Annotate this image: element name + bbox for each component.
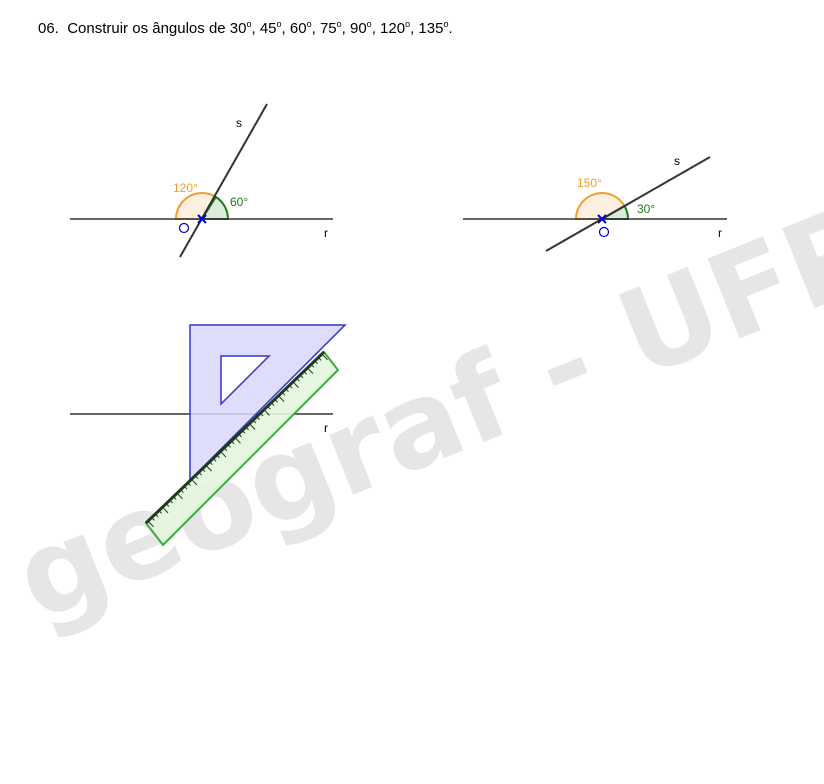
line-s [179, 103, 268, 258]
vertex-marker [597, 214, 607, 224]
ruler-tick [296, 378, 300, 382]
title-suffix: . [448, 20, 453, 37]
exercise-prompt-prefix: Construir os ângulos de [67, 20, 230, 37]
angle-120: 120 [380, 20, 406, 37]
ruler-tick [227, 444, 231, 448]
line-s [545, 156, 711, 252]
ruler-tick [299, 374, 304, 379]
angle-60: 60 [289, 20, 307, 37]
line-r-label: r [718, 226, 722, 240]
ruler-tick [154, 513, 159, 518]
exercise-number: 06. [38, 20, 59, 37]
angle-75: 75 [319, 20, 337, 37]
ruler-tick [191, 478, 198, 486]
ruler-tick [307, 367, 314, 375]
ruler-tick [205, 464, 212, 472]
ruler-tick [241, 430, 246, 434]
ruler-tick [285, 388, 289, 393]
set-square-icon [189, 324, 347, 482]
ruler-tick [187, 482, 191, 486]
ruler-tick [267, 405, 271, 410]
ruler-tick [158, 510, 162, 514]
ruler-icon [144, 350, 340, 547]
line-s-label: s [674, 154, 680, 168]
ruler-tick [176, 492, 183, 500]
angle-acute-label: 60° [230, 195, 248, 209]
vertex-marker [197, 214, 207, 224]
degree-mark: o [443, 19, 449, 29]
separator: , [371, 20, 381, 37]
ruler-tick [183, 485, 188, 490]
degree-mark: o [246, 19, 252, 29]
ruler-tick [180, 489, 184, 493]
ruler-tick [292, 381, 299, 388]
line-r-label: r [324, 421, 328, 435]
separator: , [251, 20, 260, 37]
ruler-tick [278, 395, 285, 402]
ruler-tick [314, 360, 318, 365]
degree-mark: o [336, 19, 342, 29]
ruler-tick [303, 371, 307, 375]
ruler-tick [310, 364, 315, 368]
ruler-tick [245, 426, 249, 431]
ruler-tick [173, 496, 177, 500]
angle-90: 90 [349, 20, 367, 37]
ruler-ticks [147, 353, 328, 528]
separator: , [410, 20, 419, 37]
ruler-tick [321, 353, 328, 361]
ruler-tick [270, 402, 275, 406]
line-r-label: r [324, 226, 328, 240]
ruler-tick [169, 499, 173, 504]
ruler-tick [194, 475, 199, 480]
ruler-tick [263, 409, 270, 416]
ruler-tick [274, 398, 278, 403]
ruler-tick [151, 517, 155, 521]
ruler-tick [147, 520, 154, 528]
separator: , [341, 20, 350, 37]
angle-obtuse-label: 120° [173, 181, 198, 195]
angle-acute-label: 30° [637, 202, 655, 216]
ruler-tick [256, 416, 260, 420]
degree-mark: o [306, 19, 312, 29]
angle-obtuse-label: 150° [577, 176, 602, 190]
ruler-tick [318, 357, 322, 361]
ruler-tick [216, 454, 220, 459]
ruler-tick [231, 440, 235, 445]
degree-mark: o [405, 19, 411, 29]
separator: , [281, 20, 290, 37]
figure-3: r [70, 324, 347, 547]
line-s-label: s [236, 116, 242, 130]
angle-135: 135 [418, 20, 444, 37]
ruler-tick [234, 437, 241, 444]
ruler-tick [202, 468, 206, 473]
angle-30: 30 [229, 20, 247, 37]
vertex-point-icon [178, 222, 190, 234]
ruler-tick [212, 458, 217, 462]
ruler-tick [198, 471, 202, 476]
exercise-title: 06. Construir os ângulos de 30o, 45o, 60… [38, 19, 453, 37]
figure-2: s r 150° 30° [463, 154, 727, 252]
ruler-tick [223, 447, 228, 452]
ruler-tick [252, 419, 257, 424]
angle-45: 45 [259, 20, 277, 37]
ruler-tick [238, 433, 242, 438]
ruler-tick [260, 412, 264, 417]
separator: , [311, 20, 320, 37]
degree-mark: o [276, 19, 282, 29]
ruler-tick [162, 506, 169, 514]
ruler-tick [249, 423, 256, 430]
degree-mark: o [366, 19, 372, 29]
ruler-tick [209, 461, 213, 466]
vertex-point-icon [598, 226, 610, 238]
ruler-tick [281, 391, 286, 396]
ruler-tick [220, 451, 227, 458]
figure-1: s r 120° 60° [70, 103, 333, 258]
ruler-tick [165, 503, 170, 507]
ruler-tick [289, 384, 293, 389]
exercise-prompt: Construir os ângulos de 30o, 45o, 60o, 7… [67, 19, 453, 37]
